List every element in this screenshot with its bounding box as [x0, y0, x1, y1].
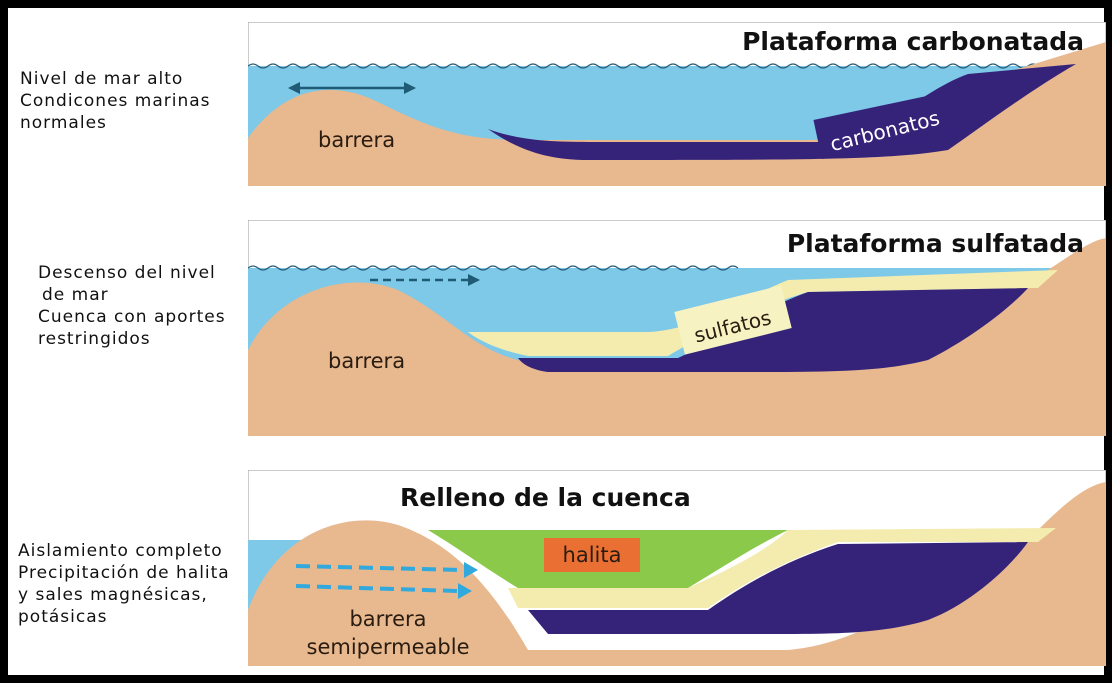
panel-3-caption: Aislamiento completo Precipitación de ha… — [18, 540, 230, 628]
panel-basin-fill: halita barrera semipermeable Relleno de … — [248, 470, 1106, 666]
barrier-label-line-2: semipermeable — [307, 635, 470, 659]
caption-line: normales — [20, 112, 211, 134]
barrier-label: barrera — [349, 607, 426, 631]
deposit-label-halita: halita — [563, 543, 622, 567]
caption-line: Precipitación de halita — [18, 562, 230, 584]
panel-1-caption: Nivel de mar alto Condicones marinas nor… — [20, 68, 211, 134]
caption-line: Condicones marinas — [20, 90, 211, 112]
panel-carbonate-platform: carbonatos barrera Plataforma carbonatad… — [248, 22, 1106, 186]
panel-title: Plataforma carbonatada — [742, 27, 1084, 56]
caption-line: y sales magnésicas, — [18, 584, 230, 606]
panel-title: Relleno de la cuenca — [400, 483, 691, 512]
barrier-label: barrera — [328, 349, 405, 373]
caption-line: potásicas — [18, 606, 230, 628]
caption-line: Descenso del nivel — [38, 262, 226, 284]
caption-line: Aislamiento completo — [18, 540, 230, 562]
panel-2-caption: Descenso del nivel de mar Cuenca con apo… — [38, 262, 226, 350]
caption-line: restringidos — [38, 328, 226, 350]
panel-title: Plataforma sulfatada — [787, 229, 1084, 258]
caption-line: de mar — [42, 284, 226, 306]
barrier-label: barrera — [318, 128, 395, 152]
caption-line: Cuenca con aportes — [38, 306, 226, 328]
panel-sulfate-platform: sulfatos barrera Plataforma sulfatada — [248, 220, 1106, 436]
caption-line: Nivel de mar alto — [20, 68, 211, 90]
